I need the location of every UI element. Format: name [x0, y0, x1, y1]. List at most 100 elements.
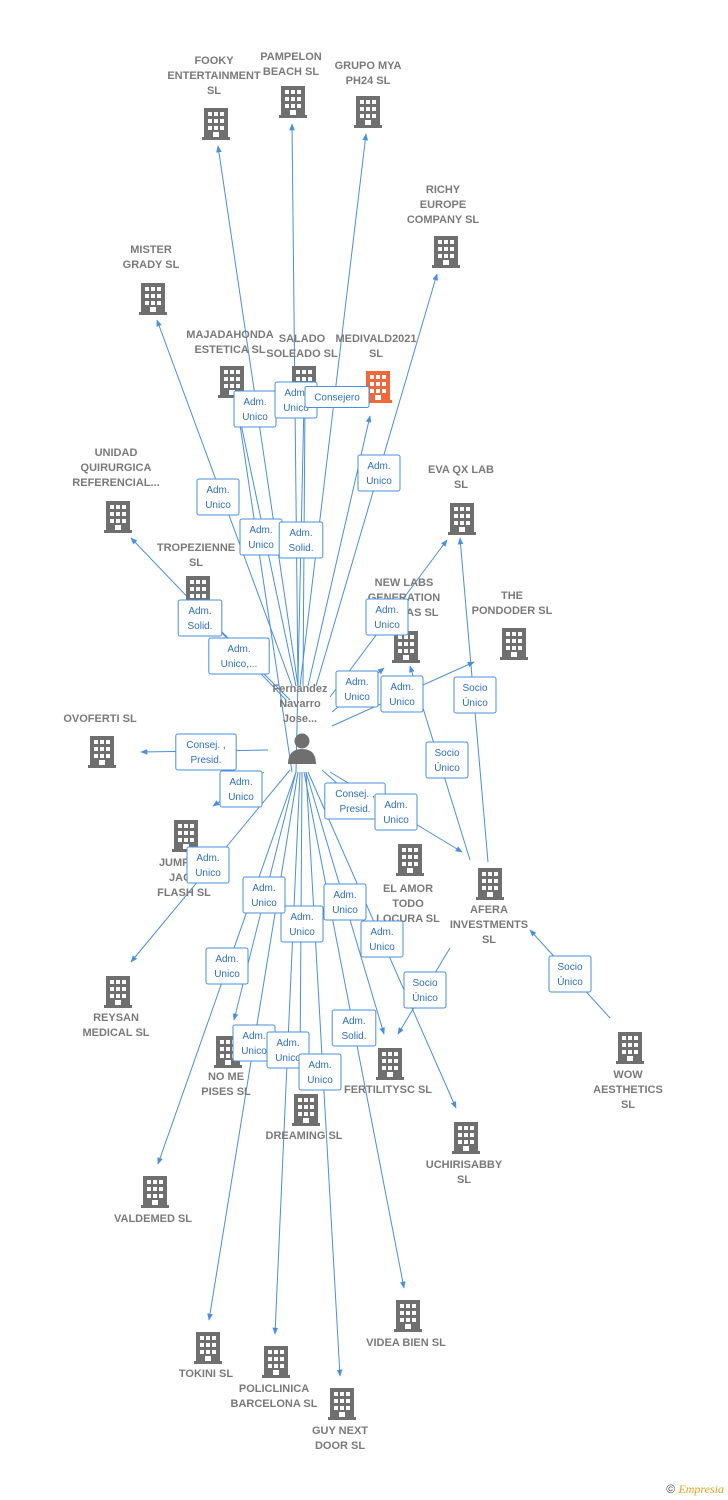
edge-label-medivald[interactable]: Consejero: [304, 386, 370, 408]
company-node-unidad[interactable]: UNIDADQUIRURGICAREFERENCIAL...: [72, 447, 160, 533]
edge-label-ovoferti[interactable]: Consej. ,Presid.: [175, 733, 237, 771]
edge-label-box: [196, 478, 240, 516]
edge-label-box: [208, 637, 270, 675]
edge-label-text: Adm.: [215, 954, 238, 965]
company-name-line: GRADY SL: [123, 259, 180, 271]
company-name-line: EVA QX LAB: [428, 464, 494, 476]
company-node-reysan[interactable]: REYSAN MEDICAL SL: [82, 976, 150, 1039]
building-icon: [141, 1176, 169, 1208]
edge-label-box: [403, 971, 447, 1009]
edge-label-text: Único: [412, 991, 438, 1004]
copyright-symbol: ©: [666, 1482, 676, 1496]
company-node-tokini[interactable]: TOKINI SL: [179, 1332, 233, 1380]
edge-label-text: Adm.: [345, 677, 368, 688]
edge-label-text: Adm.: [243, 397, 266, 408]
person-node[interactable]: FernandezNavarroJose...: [272, 683, 328, 764]
edge-label-text: Adm.: [229, 777, 252, 788]
company-node-fertilitysc[interactable]: FERTILITYSC SL: [344, 1048, 432, 1096]
company-name-line: PONDODER SL: [472, 605, 553, 617]
company-name-line: COMPANY SL: [407, 214, 480, 226]
edge-label-valdemed[interactable]: Adm.Unico: [242, 876, 286, 914]
edge-label-text: Adm.: [227, 644, 250, 655]
edge-label-fertilitysc[interactable]: Adm.Solid.: [331, 1009, 377, 1047]
edge-label-text: Adm.: [252, 883, 275, 894]
brand-logo[interactable]: Empresia: [678, 1482, 724, 1496]
edge-label-text: Solid.: [288, 543, 313, 554]
company-name-line: QUIRURGICA: [81, 462, 152, 474]
edge-label-text: Adm.: [289, 528, 312, 539]
edge-label-text: Unico: [228, 792, 254, 803]
edge-label-text: Adm.: [375, 605, 398, 616]
company-name-line: VALDEMED SL: [114, 1213, 192, 1225]
edge-label-text: Unico: [307, 1075, 333, 1086]
building-icon: [262, 1346, 290, 1378]
edge-label-videabien[interactable]: Adm. Unico: [323, 883, 367, 921]
edge-label-text: Unico: [374, 620, 400, 631]
company-name-line: DREAMING SL: [266, 1130, 343, 1142]
person-icon-body: [288, 749, 316, 764]
company-name-line: SL: [189, 557, 203, 569]
edge-label-afera[interactable]: Adm.Unico: [374, 793, 418, 831]
company-name-line: SL: [369, 348, 383, 360]
edge-label-evaqx[interactable]: Adm. Unico: [365, 598, 409, 636]
edge-label-text: Unico: [332, 905, 358, 916]
edge-label-richy[interactable]: Adm.Unico: [357, 454, 401, 492]
edge-label-guynext[interactable]: Adm.Unico: [298, 1053, 342, 1091]
edge-label-jumping[interactable]: Adm. Unico: [219, 770, 263, 808]
edge-label-text: Unico: [214, 969, 240, 980]
building-icon: [432, 236, 460, 268]
edge-label-text: Adm.: [242, 1031, 265, 1042]
edge-label-pondoder[interactable]: Adm.Unico: [380, 675, 424, 713]
edge-label-text: Presid.: [339, 804, 370, 815]
edge-label-text: Unico,...: [221, 659, 258, 670]
edge-label-elamor[interactable]: Consej. ,Presid.: [324, 782, 386, 820]
company-node-ovoferti[interactable]: OVOFERTI SL: [63, 713, 137, 768]
edge-label-uchirisabby[interactable]: Adm.Unico: [360, 920, 404, 958]
edge-label-text: Unico: [344, 692, 370, 703]
company-name-line: OVOFERTI SL: [63, 713, 137, 725]
edge-label-majadahonda[interactable]: Adm.Unico: [233, 390, 277, 428]
edge-label-unidad[interactable]: Adm.Solid.: [177, 599, 223, 637]
building-icon: [292, 1094, 320, 1126]
edge-label-newlabs[interactable]: Adm. Unico: [335, 670, 379, 708]
edge-label-nomepises[interactable]: Adm. Unico: [205, 947, 249, 985]
edge-label-mister[interactable]: Adm.Unico: [196, 478, 240, 516]
edge-label-dreaming[interactable]: Adm.Unico: [280, 905, 324, 943]
company-name-line: REYSAN: [93, 1012, 139, 1024]
company-node-valdemed[interactable]: VALDEMED SL: [114, 1176, 192, 1225]
company-name-line: MEDICAL SL: [82, 1027, 149, 1039]
edge-label-salado[interactable]: Adm. Solid.: [278, 521, 324, 559]
edge-label-tropezienne[interactable]: Adm. Unico,...: [208, 637, 270, 675]
company-name-line: SL: [207, 85, 221, 97]
edge-label-text: Consejero: [314, 393, 360, 404]
edge-label-reysan[interactable]: Adm.Unico: [186, 846, 230, 884]
company-node-dreaming[interactable]: DREAMING SL: [266, 1094, 343, 1142]
company-node-videabien[interactable]: VIDEA BIEN SL: [366, 1300, 446, 1349]
edge-label-majadahonda[interactable]: Adm.Unico: [239, 518, 283, 556]
edge-label-text: Consej. ,: [186, 740, 225, 751]
edge-label-text: Adm.: [333, 890, 356, 901]
